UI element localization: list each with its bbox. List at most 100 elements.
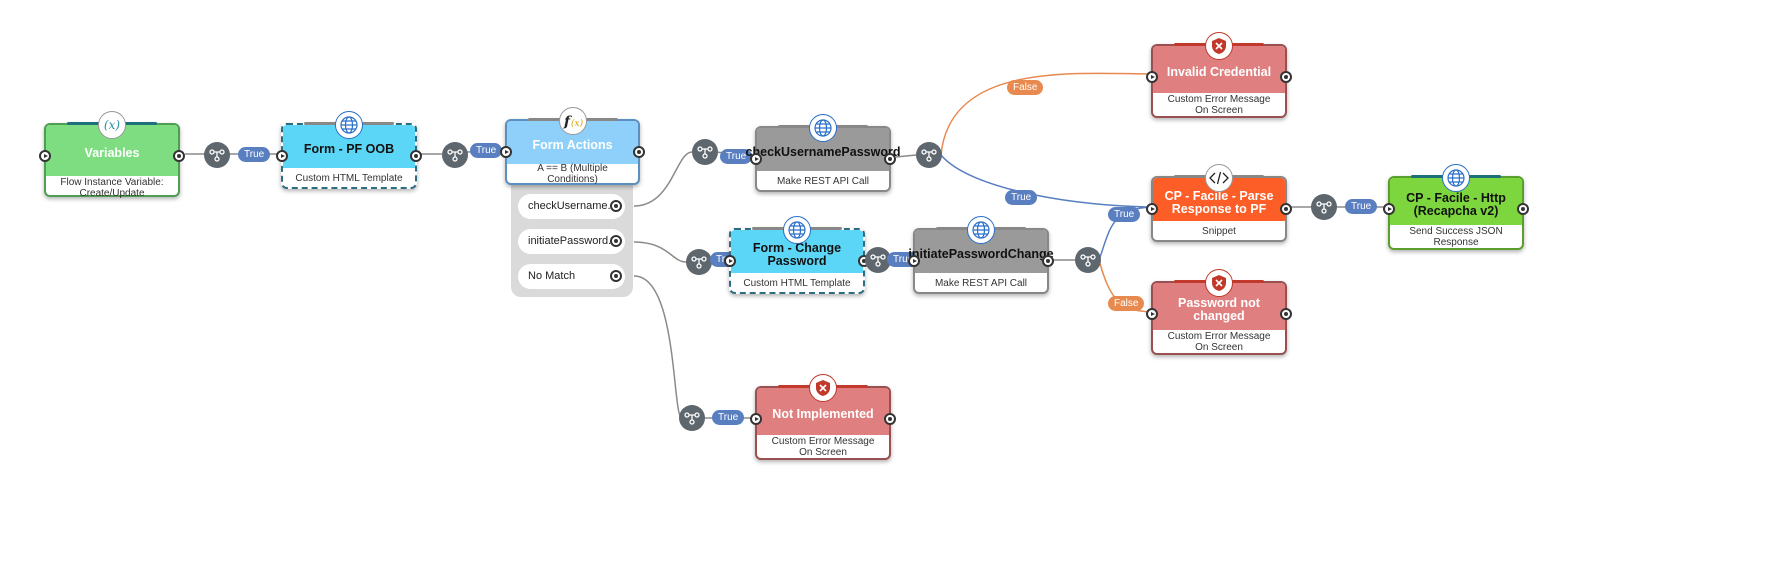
globe-icon: [335, 111, 363, 139]
shield-x-icon: [1205, 32, 1233, 60]
node-initiate-password-change[interactable]: initiatePasswordChange Make REST API Cal…: [908, 216, 1054, 294]
svg-text:(x): (x): [104, 118, 120, 132]
input-port[interactable]: [1146, 203, 1158, 215]
output-port[interactable]: [1517, 203, 1529, 215]
node-initiate-password-change-title: initiatePasswordChange: [908, 247, 1054, 261]
node-initiate-password-change-subtitle: Make REST API Call: [934, 277, 1028, 289]
input-port[interactable]: [724, 255, 736, 267]
node-form-change-password-title: Form - Change Password: [752, 240, 842, 268]
node-form-actions-title: Form Actions: [532, 138, 613, 152]
wire-router-to-cp-parse: [940, 154, 1157, 208]
node-form-actions-subtitle: A == B (Multiple Conditions): [537, 163, 608, 185]
variable-x-icon: (x): [98, 111, 126, 139]
node-not-implemented[interactable]: Not Implemented Custom Error Message On …: [750, 374, 896, 460]
globe-icon: [967, 216, 995, 244]
code-icon: [1205, 164, 1233, 192]
input-port[interactable]: [750, 413, 762, 425]
node-invalid-credential-title: Invalid Credential: [1166, 65, 1272, 79]
input-port[interactable]: [500, 146, 512, 158]
node-check-username-password[interactable]: checkUsernamePassword Make REST API Call: [746, 114, 900, 192]
node-cp-facile-parse-subtitle: Snippet: [1202, 225, 1236, 237]
router-icon[interactable]: [1311, 194, 1337, 220]
function-icon: f(x): [558, 107, 587, 135]
option-initiate-password[interactable]: initiatePassword...: [518, 229, 625, 254]
output-port[interactable]: [1280, 308, 1292, 320]
output-port[interactable]: [610, 270, 622, 282]
input-port[interactable]: [908, 255, 920, 267]
node-not-implemented-header: Not Implemented: [757, 388, 889, 435]
node-check-username-subtitle: Make REST API Call: [776, 175, 870, 187]
wire-option1-to-router: [633, 151, 693, 207]
input-port[interactable]: [1146, 308, 1158, 320]
node-not-implemented-subtitle: Custom Error Message On Screen: [771, 436, 875, 458]
node-variables[interactable]: Variables Flow Instance Variable: Create…: [39, 111, 185, 199]
wire-option3-to-router: [633, 275, 683, 419]
node-cp-facile-parse[interactable]: CP - Facile - Parse Response to PF Snipp…: [1146, 164, 1292, 242]
wire-router-to-invalid-credential: [940, 72, 1157, 156]
option-check-username-label: checkUsername...: [528, 200, 617, 212]
router-icon[interactable]: [692, 139, 718, 165]
option-no-match[interactable]: No Match: [518, 264, 625, 289]
output-port[interactable]: [1280, 71, 1292, 83]
svg-text:f: f: [563, 114, 573, 130]
output-port[interactable]: [1280, 203, 1292, 215]
input-port[interactable]: [750, 153, 762, 165]
node-form-pf-oob-header: Form - PF OOB: [283, 125, 415, 168]
node-password-not-changed[interactable]: Password not changed Custom Error Messag…: [1146, 269, 1292, 355]
node-form-actions[interactable]: Form Actions A == B (Multiple Conditions…: [500, 107, 645, 185]
output-port[interactable]: [633, 146, 645, 158]
router-icon[interactable]: [865, 247, 891, 273]
wire-check-username-to-router: [895, 154, 917, 158]
output-port[interactable]: [884, 153, 896, 165]
router-icon[interactable]: [204, 142, 230, 168]
output-port[interactable]: [884, 413, 896, 425]
node-form-pf-oob-title: Form - PF OOB: [303, 142, 395, 156]
router-icon[interactable]: [686, 249, 712, 275]
node-variables-title: Variables: [84, 146, 140, 160]
true-label: True: [1005, 190, 1038, 205]
router-icon[interactable]: [1075, 247, 1101, 273]
node-invalid-credential[interactable]: Invalid Credential Custom Error Message …: [1146, 32, 1292, 118]
router-icon[interactable]: [679, 405, 705, 431]
input-port[interactable]: [276, 150, 288, 162]
node-invalid-credential-header: Invalid Credential: [1153, 46, 1285, 93]
true-label: True: [720, 149, 753, 164]
output-port[interactable]: [610, 235, 622, 247]
output-port[interactable]: [173, 150, 185, 162]
output-port[interactable]: [410, 150, 422, 162]
false-label: False: [1108, 296, 1145, 311]
output-port[interactable]: [1042, 255, 1054, 267]
globe-icon: [809, 114, 837, 142]
true-label: True: [712, 410, 745, 425]
node-form-change-password-subtitle: Custom HTML Template: [743, 277, 851, 289]
node-password-not-changed-title: Password not changed: [1178, 295, 1260, 323]
node-cp-facile-http[interactable]: CP - Facile - Http (Recapcha v2) Send Su…: [1383, 164, 1529, 250]
globe-icon: [1442, 164, 1470, 192]
node-check-username-title: checkUsernamePassword: [745, 145, 901, 159]
router-icon[interactable]: [442, 142, 468, 168]
node-form-pf-oob-subtitle: Custom HTML Template: [295, 172, 403, 184]
node-cp-facile-http-title: CP - Facile - Http (Recapcha v2): [1406, 190, 1506, 218]
node-variables-header: Variables: [46, 125, 178, 176]
output-port[interactable]: [610, 200, 622, 212]
input-port[interactable]: [39, 150, 51, 162]
svg-text:(x): (x): [571, 118, 584, 129]
router-icon[interactable]: [916, 142, 942, 168]
form-actions-options-panel: checkUsername... initiatePassword... No …: [511, 180, 633, 297]
node-form-change-password[interactable]: Form - Change Password Custom HTML Templ…: [724, 216, 870, 294]
node-check-username-header: checkUsernamePassword: [746, 128, 900, 171]
node-form-pf-oob[interactable]: Form - PF OOB Custom HTML Template: [276, 111, 422, 189]
node-invalid-credential-subtitle: Custom Error Message On Screen: [1167, 94, 1271, 116]
node-cp-facile-parse-title: CP - Facile - Parse Response to PF: [1164, 188, 1274, 216]
wire-router2-to-cp-parse: [1098, 206, 1157, 261]
false-label: False: [1007, 80, 1044, 95]
input-port[interactable]: [1146, 71, 1158, 83]
node-password-not-changed-subtitle: Custom Error Message On Screen: [1167, 331, 1271, 353]
node-not-implemented-title: Not Implemented: [772, 407, 874, 421]
input-port[interactable]: [1383, 203, 1395, 215]
shield-x-icon: [1205, 269, 1233, 297]
node-cp-facile-http-subtitle: Send Success JSON Response: [1409, 226, 1503, 248]
option-initiate-password-label: initiatePassword...: [528, 235, 618, 247]
option-check-username[interactable]: checkUsername...: [518, 194, 625, 219]
